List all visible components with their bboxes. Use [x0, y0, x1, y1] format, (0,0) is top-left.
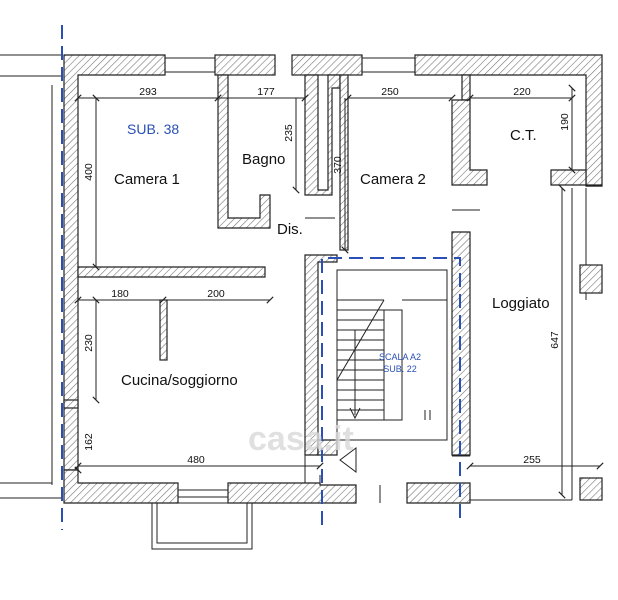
room-camera-2: Camera 2	[360, 171, 426, 188]
dim-370: 370	[332, 156, 344, 174]
dim-200: 200	[207, 288, 225, 300]
room-ct: C.T.	[510, 127, 537, 144]
interior-walls	[63, 74, 587, 456]
dim-190: 190	[559, 113, 571, 131]
staircase	[336, 269, 448, 473]
dim-480: 480	[187, 454, 205, 466]
dim-647: 647	[549, 331, 561, 349]
dim-250: 250	[381, 86, 399, 98]
dim-162: 162	[83, 433, 95, 451]
dim-293: 293	[139, 86, 157, 98]
section-lines	[61, 25, 461, 530]
dimension-lines	[74, 84, 604, 499]
stair-sub-label: SUB. 22	[383, 364, 417, 374]
room-camera-1: Camera 1	[114, 171, 180, 188]
watermark-logo: casa.it	[248, 420, 354, 458]
dim-177: 177	[257, 86, 275, 98]
dim-220: 220	[513, 86, 531, 98]
dim-180: 180	[111, 288, 129, 300]
stair-label: SCALA A2	[379, 352, 421, 362]
dim-235: 235	[283, 124, 295, 142]
room-cucina-soggiorno: Cucina/soggiorno	[121, 372, 238, 389]
doors	[304, 209, 480, 503]
room-loggiato: Loggiato	[492, 295, 550, 312]
dim-230: 230	[83, 334, 95, 352]
context-lines	[0, 54, 62, 499]
windows	[151, 57, 415, 550]
dim-255: 255	[523, 454, 541, 466]
room-bagno: Bagno	[242, 151, 285, 168]
dim-400: 400	[83, 163, 95, 181]
sub-label: SUB. 38	[127, 121, 179, 137]
loggiato-outline	[470, 188, 573, 501]
room-dis: Dis.	[277, 221, 303, 238]
